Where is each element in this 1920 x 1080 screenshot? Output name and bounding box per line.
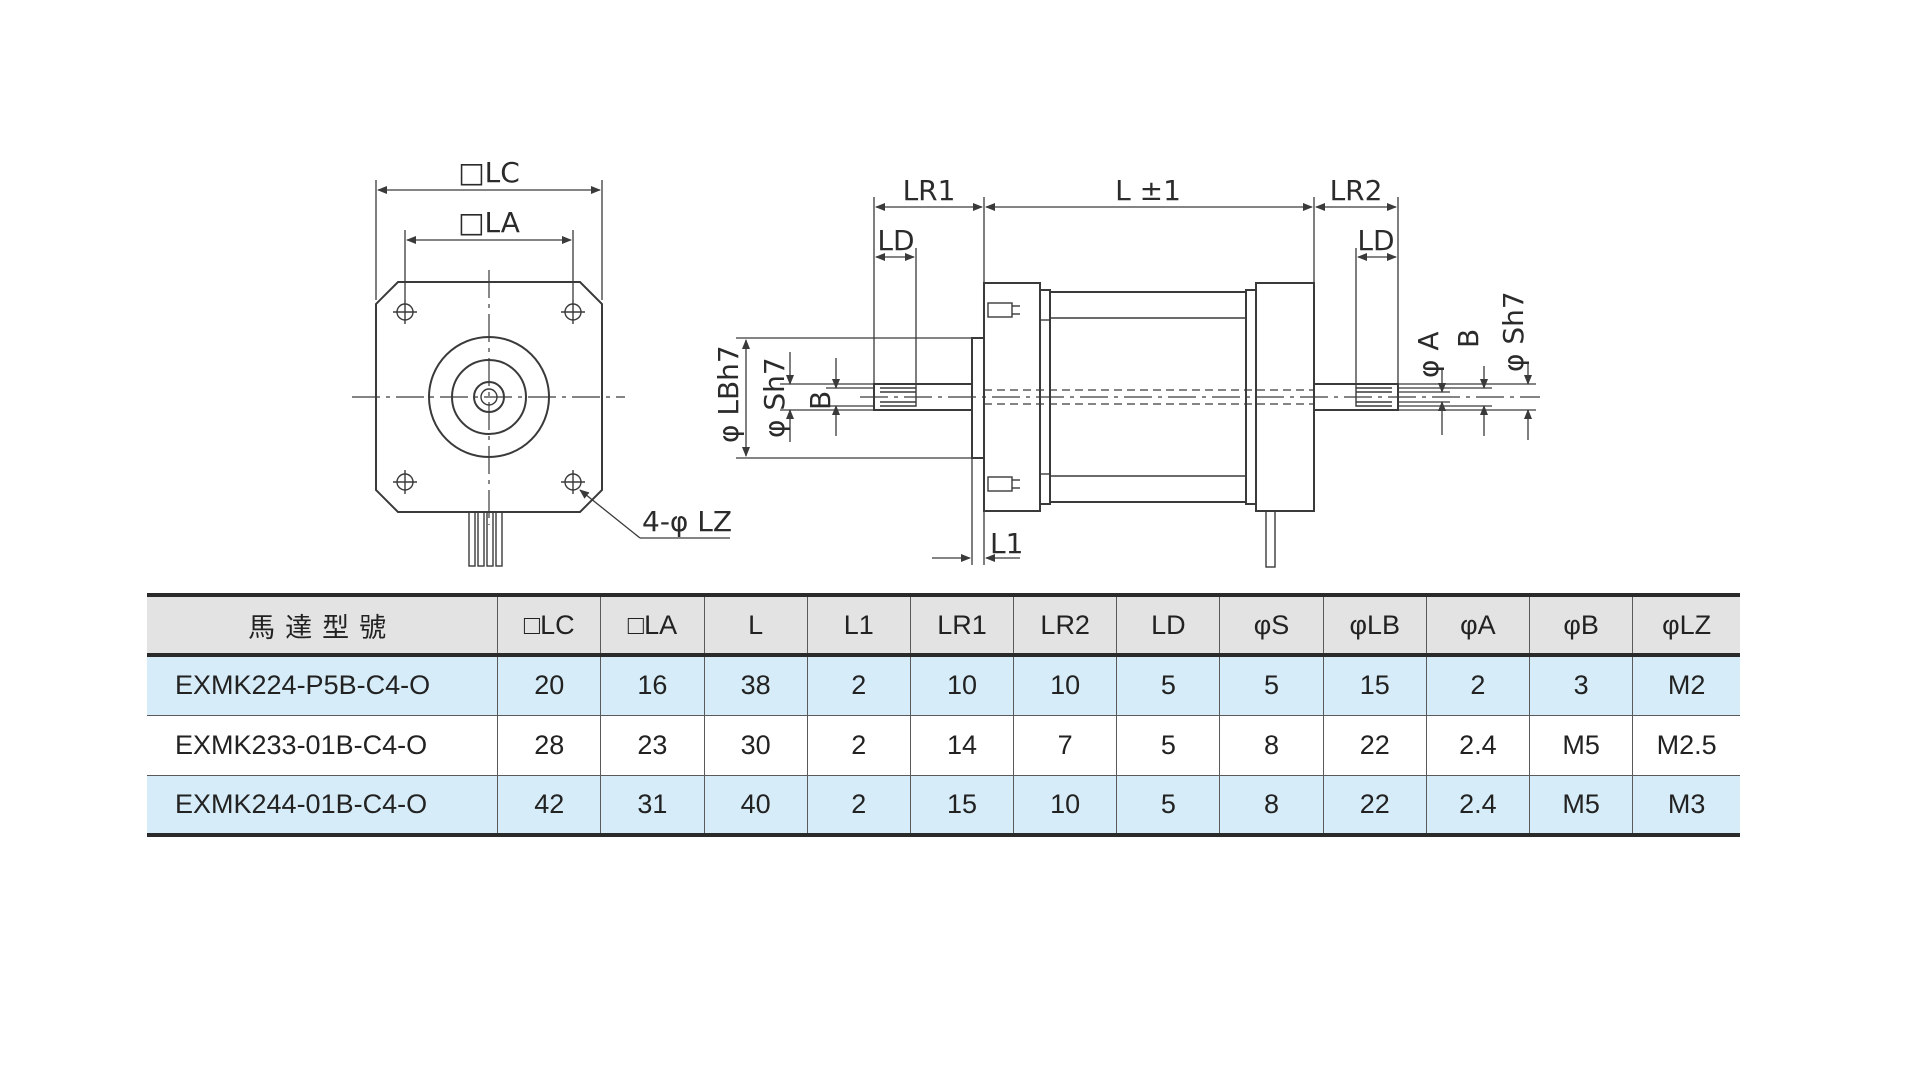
value-cell: 10 (909, 655, 1014, 715)
value-cell: M5 (1529, 715, 1633, 775)
value-cell: 38 (703, 655, 808, 715)
value-cell: 42 (497, 775, 601, 835)
front-view: □LC □LA 4-φ LZ (352, 156, 732, 567)
s-left-label: φ Sh7 (758, 357, 791, 438)
header-l: L (703, 595, 808, 655)
value-cell: 10 (1013, 775, 1117, 835)
side-lead-wire (1265, 510, 1276, 568)
value-cell: 5 (1116, 775, 1220, 835)
header-lb: φLB (1322, 595, 1427, 655)
value-cell: 8 (1219, 775, 1324, 835)
motor-spec-table: 馬達型號 □LC □LA L L1 LR1 LR2 LD φS φLB φA φ… (147, 593, 1740, 837)
side-pilot-boss (971, 337, 985, 459)
lr2-label: LR2 (1330, 174, 1383, 207)
b-right-label: B (1452, 329, 1485, 348)
value-cell: 10 (1013, 655, 1117, 715)
value-cell: 2 (806, 775, 911, 835)
front-shaft-outer (473, 381, 505, 413)
value-cell: 3 (1529, 655, 1633, 715)
value-cell: 7 (1013, 715, 1117, 775)
table-row: EXMK233-01B-C4-O 28 23 30 2 14 7 5 8 22 … (147, 715, 1740, 775)
b-left-label: B (804, 391, 837, 410)
la-label: □LA (458, 206, 520, 239)
header-ld: LD (1116, 595, 1220, 655)
header-a: φA (1425, 595, 1530, 655)
front-connector-pins (468, 511, 503, 567)
model-cell: EXMK233-01B-C4-O (175, 729, 428, 760)
front-boss-outer (428, 336, 550, 458)
table-row: EXMK224-P5B-C4-O 20 16 38 2 10 10 5 5 15… (147, 655, 1740, 715)
front-shaft-inner (480, 388, 498, 406)
header-b: φB (1529, 595, 1633, 655)
header-lc: □LC (497, 595, 601, 655)
table-row: EXMK244-01B-C4-O 42 31 40 2 15 10 5 8 22… (147, 775, 1740, 835)
lz-label: 4-φ LZ (642, 505, 732, 538)
value-cell: 20 (497, 655, 601, 715)
header-lz: φLZ (1632, 595, 1740, 655)
value-cell: M2 (1632, 655, 1740, 715)
value-cell: 15 (909, 775, 1014, 835)
value-cell: 2 (806, 655, 911, 715)
value-cell: 8 (1219, 715, 1324, 775)
value-cell: M5 (1529, 775, 1633, 835)
front-boss-inner (451, 359, 527, 435)
value-cell: 28 (497, 715, 601, 775)
ld-right-label: LD (1357, 224, 1394, 257)
value-cell: 2.4 (1425, 715, 1530, 775)
model-cell: EXMK224-P5B-C4-O (175, 670, 431, 701)
header-s: φS (1219, 595, 1324, 655)
value-cell: 23 (600, 715, 705, 775)
header-l1: L1 (806, 595, 911, 655)
l1-label: L1 (990, 527, 1023, 560)
value-cell: 40 (703, 775, 808, 835)
value-cell: 5 (1219, 655, 1324, 715)
value-cell: 15 (1322, 655, 1427, 715)
model-cell: EXMK244-01B-C4-O (175, 788, 428, 819)
lr1-label: LR1 (903, 174, 956, 207)
motor-dimension-drawing: □LC □LA 4-φ LZ (352, 156, 1540, 568)
value-cell: 30 (703, 715, 808, 775)
front-flange-outline (375, 281, 603, 513)
lb-label: φ LBh7 (712, 345, 745, 443)
ld-left-label: LD (877, 224, 914, 257)
header-model: 馬達型號 (248, 612, 397, 643)
value-cell: M3 (1632, 775, 1740, 835)
s-right-label: φ Sh7 (1497, 291, 1530, 372)
value-cell: 2 (806, 715, 911, 775)
side-front-screws (987, 302, 1020, 492)
header-lr1: LR1 (909, 595, 1014, 655)
front-mounting-holes (393, 300, 585, 494)
spec-table-header: 馬達型號 □LC □LA L L1 LR1 LR2 LD φS φLB φA φ… (147, 595, 1740, 655)
value-cell: M2.5 (1632, 715, 1740, 775)
header-la: □LA (600, 595, 705, 655)
value-cell: 5 (1116, 715, 1220, 775)
spec-table-body: EXMK224-P5B-C4-O 20 16 38 2 10 10 5 5 15… (147, 655, 1740, 835)
lz-leader-line (579, 489, 641, 539)
value-cell: 2 (1425, 655, 1530, 715)
a-right-label: φ A (1412, 331, 1445, 378)
l-label: L ±1 (1115, 174, 1181, 207)
value-cell: 2.4 (1425, 775, 1530, 835)
value-cell: 14 (909, 715, 1014, 775)
lc-label: □LC (458, 156, 520, 189)
value-cell: 22 (1322, 775, 1427, 835)
value-cell: 16 (600, 655, 705, 715)
side-view: LR1 L ±1 LR2 LD LD φ LBh7 φ Sh7 B (712, 174, 1540, 568)
value-cell: 5 (1116, 655, 1220, 715)
header-lr2: LR2 (1013, 595, 1117, 655)
value-cell: 31 (600, 775, 705, 835)
header-row: 馬達型號 □LC □LA L L1 LR1 LR2 LD φS φLB φA φ… (147, 595, 1740, 655)
value-cell: 22 (1322, 715, 1427, 775)
